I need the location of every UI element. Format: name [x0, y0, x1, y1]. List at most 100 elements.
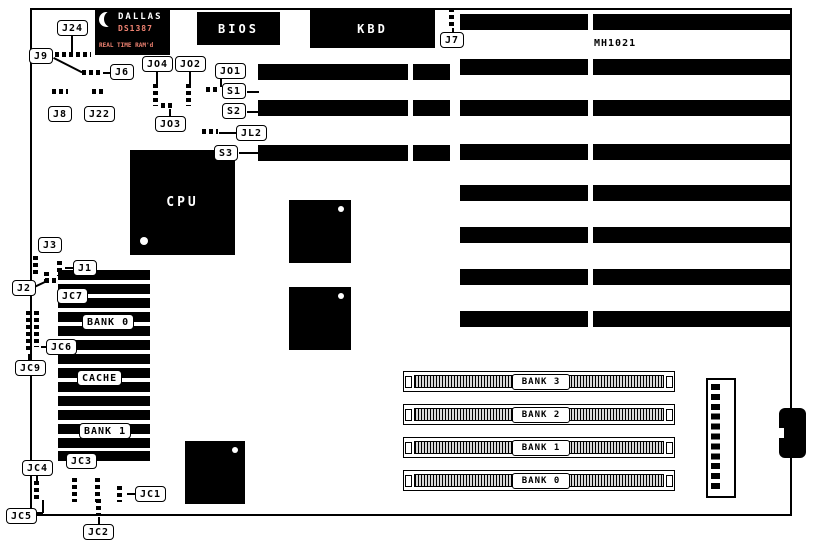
- leader-jo3: [169, 109, 171, 117]
- jumper-label-j22: J22: [84, 106, 116, 122]
- simm-socket-bank2: BANK 2: [403, 404, 675, 425]
- jc6-pin-header: [34, 311, 39, 347]
- power-connector: [706, 378, 736, 498]
- j24-pin-header: [55, 52, 91, 57]
- simm-clip: [405, 442, 412, 454]
- jumper-label-j1: J1: [73, 260, 98, 276]
- leader-jo2: [189, 72, 191, 84]
- leader-jc5-a: [35, 512, 43, 514]
- dram-chip: [58, 284, 150, 294]
- qfp-chip-bottom: [185, 441, 245, 504]
- isa-slot-5: [460, 185, 790, 201]
- jumper-label-jc6: JC6: [46, 339, 78, 355]
- cpu-chip: CPU: [130, 150, 235, 255]
- simm-socket-bank1: BANK 1: [403, 437, 675, 458]
- power-connector-pins: [711, 384, 720, 493]
- slot-s2: [258, 100, 450, 116]
- jc3-pin-header-b: [95, 478, 100, 502]
- leader-jc6: [41, 346, 47, 348]
- cache-chip: [58, 382, 150, 392]
- slot-s1: [258, 64, 450, 80]
- jumper-label-j8: J8: [48, 106, 73, 122]
- leader-jc4: [36, 476, 38, 482]
- jumper-label-j2: J2: [12, 280, 37, 296]
- slot-label-s3: S3: [214, 145, 239, 161]
- dram-chip: [58, 326, 150, 336]
- jo2-pin-header: [186, 84, 191, 106]
- dram-chip: [58, 438, 150, 448]
- j8-pin-header: [52, 89, 68, 94]
- keyboard-din-connector: [779, 408, 806, 458]
- qfp-chip-upper: [289, 200, 351, 263]
- dallas-part-number: DS1387: [118, 24, 153, 33]
- leader-s1: [247, 91, 259, 93]
- simm-label-bank1: BANK 1: [512, 440, 570, 456]
- leader-jo1: [220, 79, 222, 87]
- jo4-pin-header: [153, 84, 158, 106]
- jumper-label-jc4: JC4: [22, 460, 54, 476]
- bios-chip-label: BIOS: [218, 21, 259, 36]
- jc2-pin-header: [96, 499, 101, 516]
- simm-clip: [666, 475, 673, 487]
- memory-label-bank1: BANK 1: [79, 423, 132, 439]
- cache-chip: [58, 396, 150, 406]
- jo3-pin-header: [161, 103, 175, 108]
- jc3-pin-header-a: [72, 478, 77, 502]
- dram-chip: [58, 340, 150, 350]
- simm-clip: [405, 475, 412, 487]
- leader-jo4: [156, 72, 158, 84]
- jumper-label-jc5: JC5: [6, 508, 38, 524]
- jumper-label-jc2: JC2: [83, 524, 115, 540]
- isa-slot-8: [460, 311, 790, 327]
- leader-jl2: [219, 132, 237, 134]
- simm-clip: [405, 376, 412, 388]
- dram-chip: [58, 270, 150, 280]
- leader-jc1: [127, 493, 136, 495]
- jumper-label-jc9: JC9: [15, 360, 47, 376]
- kbd-chip-label: KBD: [357, 22, 388, 36]
- leader-j24: [71, 36, 73, 53]
- jc9-pin-header: [26, 311, 31, 353]
- qfp-chip-lower: [289, 287, 351, 350]
- isa-slot-2: [460, 59, 790, 75]
- isa-slot-7: [460, 269, 790, 285]
- simm-clip: [666, 409, 673, 421]
- simm-label-bank2: BANK 2: [512, 407, 570, 423]
- jc7-pin-header: [45, 278, 57, 283]
- simm-clip: [666, 442, 673, 454]
- jumper-label-j6: J6: [110, 64, 135, 80]
- j3-pin-header: [33, 256, 38, 276]
- leader-j6: [103, 72, 111, 74]
- jumper-label-j24: J24: [57, 20, 89, 36]
- jumper-label-jo2: JO2: [175, 56, 207, 72]
- isa-slot-3: [460, 100, 790, 116]
- slot-s3: [258, 145, 450, 161]
- jumper-label-jo3: JO3: [155, 116, 187, 132]
- simm-clip: [666, 376, 673, 388]
- dram-chip: [58, 354, 150, 364]
- j1-pin-header: [57, 261, 62, 276]
- kbd-controller-chip: KBD: [310, 10, 435, 48]
- memory-label-cache: CACHE: [77, 370, 123, 386]
- leader-s3: [239, 152, 259, 154]
- jumper-label-j7: J7: [440, 32, 465, 48]
- dallas-brand: DALLAS: [118, 12, 163, 22]
- jl2-pin-header: [202, 129, 218, 134]
- leader-j1: [65, 267, 74, 269]
- dram-chip: [58, 298, 150, 308]
- simm-clip: [405, 409, 412, 421]
- cpu-chip-label: CPU: [166, 195, 199, 210]
- simm-label-bank0: BANK 0: [512, 473, 570, 489]
- jumper-label-jc1: JC1: [135, 486, 167, 502]
- jumper-label-j3: J3: [38, 237, 63, 253]
- jumper-label-jo1: JO1: [215, 63, 247, 79]
- j9-j6-pin-header: [82, 70, 102, 75]
- jumper-label-jl2: JL2: [236, 125, 268, 141]
- dram-chip: [58, 451, 150, 461]
- dallas-tagline: REAL TIME RAM'd: [99, 42, 154, 49]
- dram-chip: [58, 410, 150, 420]
- j22-pin-header: [92, 89, 104, 94]
- jo1-pin-header: [206, 87, 218, 92]
- leader-jc5-b: [42, 500, 44, 513]
